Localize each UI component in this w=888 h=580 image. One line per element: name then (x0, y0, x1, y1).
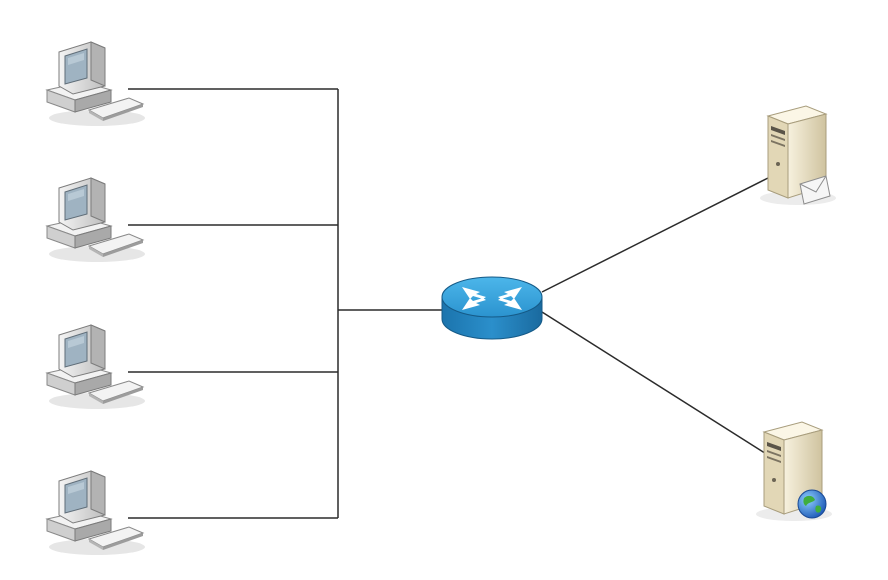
workstation-4[interactable] (46, 470, 146, 556)
mail-server[interactable] (759, 105, 837, 206)
desktop-computer-icon (46, 177, 146, 263)
router[interactable] (441, 276, 543, 340)
globe-icon (797, 489, 827, 519)
router-icon (441, 276, 543, 340)
workstation-3[interactable] (46, 324, 146, 410)
connection-lines (128, 88, 769, 519)
desktop-computer-icon (46, 41, 146, 127)
desktop-computer-icon (46, 324, 146, 410)
workstation-1[interactable] (46, 41, 146, 127)
link-router-web-server (541, 311, 769, 456)
desktop-computer-icon (46, 470, 146, 556)
envelope-icon (799, 175, 831, 205)
web-server[interactable] (755, 421, 833, 522)
link-router-mail-server (541, 177, 769, 293)
workstation-2[interactable] (46, 177, 146, 263)
